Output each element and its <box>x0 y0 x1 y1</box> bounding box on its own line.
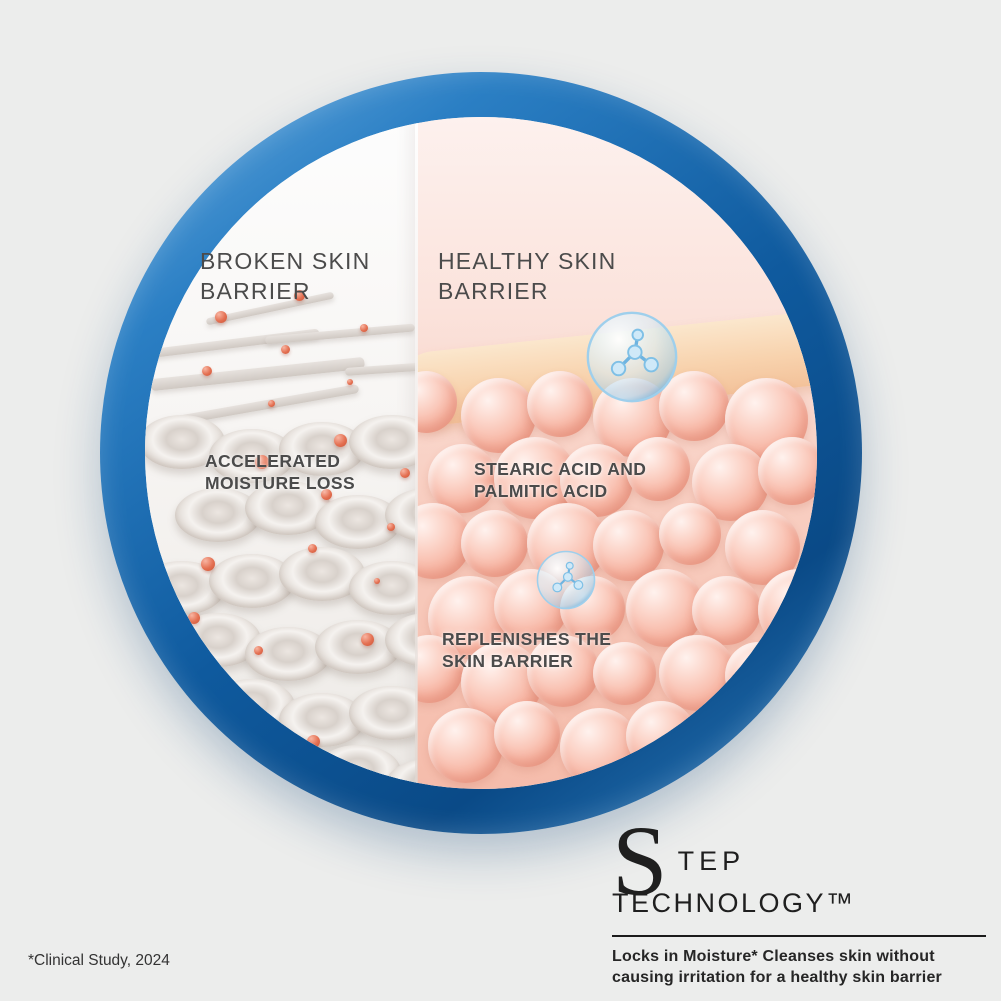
stearic-acid-caption-line1: STEARIC ACID AND <box>474 459 647 479</box>
moisture-droplet <box>201 557 215 571</box>
replenishes-caption: REPLENISHES THE SKIN BARRIER <box>442 628 611 673</box>
tagline-line1: Locks in Moisture* Cleanses skin without <box>612 948 935 965</box>
moisture-loss-caption-line1: ACCELERATED <box>205 451 341 471</box>
logo-suffix: TEP <box>677 846 746 876</box>
logo-row: S TEP <box>612 805 990 916</box>
skin-cell <box>659 371 729 441</box>
moisture-droplet <box>347 379 353 385</box>
skin-cell <box>461 510 528 577</box>
broken-cells <box>145 117 417 789</box>
step-technology-logo: S TEP TECHNOLOGY™ Locks in Moisture* Cle… <box>612 805 990 988</box>
skin-cell <box>725 642 792 709</box>
moisture-droplet <box>308 544 317 553</box>
moisture-droplet <box>360 324 368 332</box>
moisture-droplet <box>387 523 395 531</box>
moisture-droplet <box>281 345 290 354</box>
skin-cell <box>626 569 704 647</box>
moisture-droplet <box>215 311 227 323</box>
logo-initial: S <box>612 805 668 916</box>
moisture-droplet <box>361 633 374 646</box>
moisture-droplet <box>268 400 275 407</box>
moisture-loss-caption-line2: MOISTURE LOSS <box>205 473 356 494</box>
stearic-acid-caption: STEARIC ACID AND PALMITIC ACID <box>474 458 646 503</box>
moisture-droplet <box>255 455 269 469</box>
skin-barrier-diagram-ring <box>100 72 862 834</box>
skin-cell <box>428 444 497 513</box>
moisture-droplet <box>400 468 410 478</box>
moisture-droplet <box>241 701 248 708</box>
molecule-bubble-icon-small <box>536 550 596 610</box>
corneocyte-cell <box>349 561 417 615</box>
skin-cell <box>692 576 761 645</box>
skin-cell <box>593 642 656 705</box>
skin-cell <box>626 437 690 501</box>
skin-cell <box>527 371 593 437</box>
healthy-skin-half <box>417 117 817 789</box>
moisture-droplet <box>334 434 347 447</box>
healthy-title-line1: HEALTHY SKIN <box>438 248 617 274</box>
moisture-droplet <box>294 290 305 301</box>
moisture-droplet <box>307 735 320 748</box>
skin-cell <box>659 503 721 565</box>
moisture-droplet <box>175 667 185 677</box>
skin-cell <box>527 635 599 707</box>
moisture-droplet <box>228 756 242 770</box>
broken-title: BROKEN SKIN BARRIER <box>200 247 370 307</box>
stearic-acid-caption-line2: PALMITIC ACID <box>474 481 608 502</box>
moisture-droplet <box>149 277 155 283</box>
logo-line2: TECHNOLOGY™ <box>612 888 856 918</box>
moisture-droplet <box>188 612 200 624</box>
moisture-droplet <box>374 578 380 584</box>
broken-skin-half <box>145 117 417 789</box>
moisture-droplet <box>254 646 263 655</box>
tagline-line2: causing irritation for a healthy skin ba… <box>612 969 942 987</box>
skin-cell <box>626 701 696 771</box>
healthy-title: HEALTHY SKIN BARRIER <box>438 247 616 307</box>
skin-cell <box>560 708 639 787</box>
broken-title-line1: BROKEN SKIN <box>200 248 371 274</box>
half-divider <box>415 117 418 789</box>
clinical-study-footnote: *Clinical Study, 2024 <box>28 952 170 969</box>
moisture-loss-caption: ACCELERATED MOISTURE LOSS <box>205 450 355 495</box>
moisture-droplet <box>162 722 170 730</box>
molecule-bubble-icon <box>586 311 678 403</box>
broken-title-line2: BARRIER <box>200 277 311 304</box>
skin-cell <box>758 701 817 775</box>
healthy-cells <box>417 117 817 789</box>
tagline: Locks in Moisture* Cleanses skin without… <box>612 946 990 988</box>
skin-barrier-diagram <box>145 117 817 789</box>
corneocyte-cell <box>349 686 417 740</box>
skin-cell <box>758 569 817 651</box>
replenishes-caption-line1: REPLENISHES THE <box>442 629 612 649</box>
replenishes-caption-line2: SKIN BARRIER <box>442 651 574 672</box>
skin-cell <box>659 635 735 711</box>
moisture-droplet <box>202 366 212 376</box>
skin-cell <box>758 437 817 505</box>
brand-divider-rule <box>612 935 986 937</box>
corneocyte-cell <box>349 415 417 469</box>
skin-cell <box>494 701 560 767</box>
skin-cell <box>593 510 664 581</box>
moisture-droplet <box>321 489 332 500</box>
moisture-droplets <box>145 117 417 789</box>
skin-cell <box>428 708 503 783</box>
healthy-title-line2: BARRIER <box>438 277 549 304</box>
